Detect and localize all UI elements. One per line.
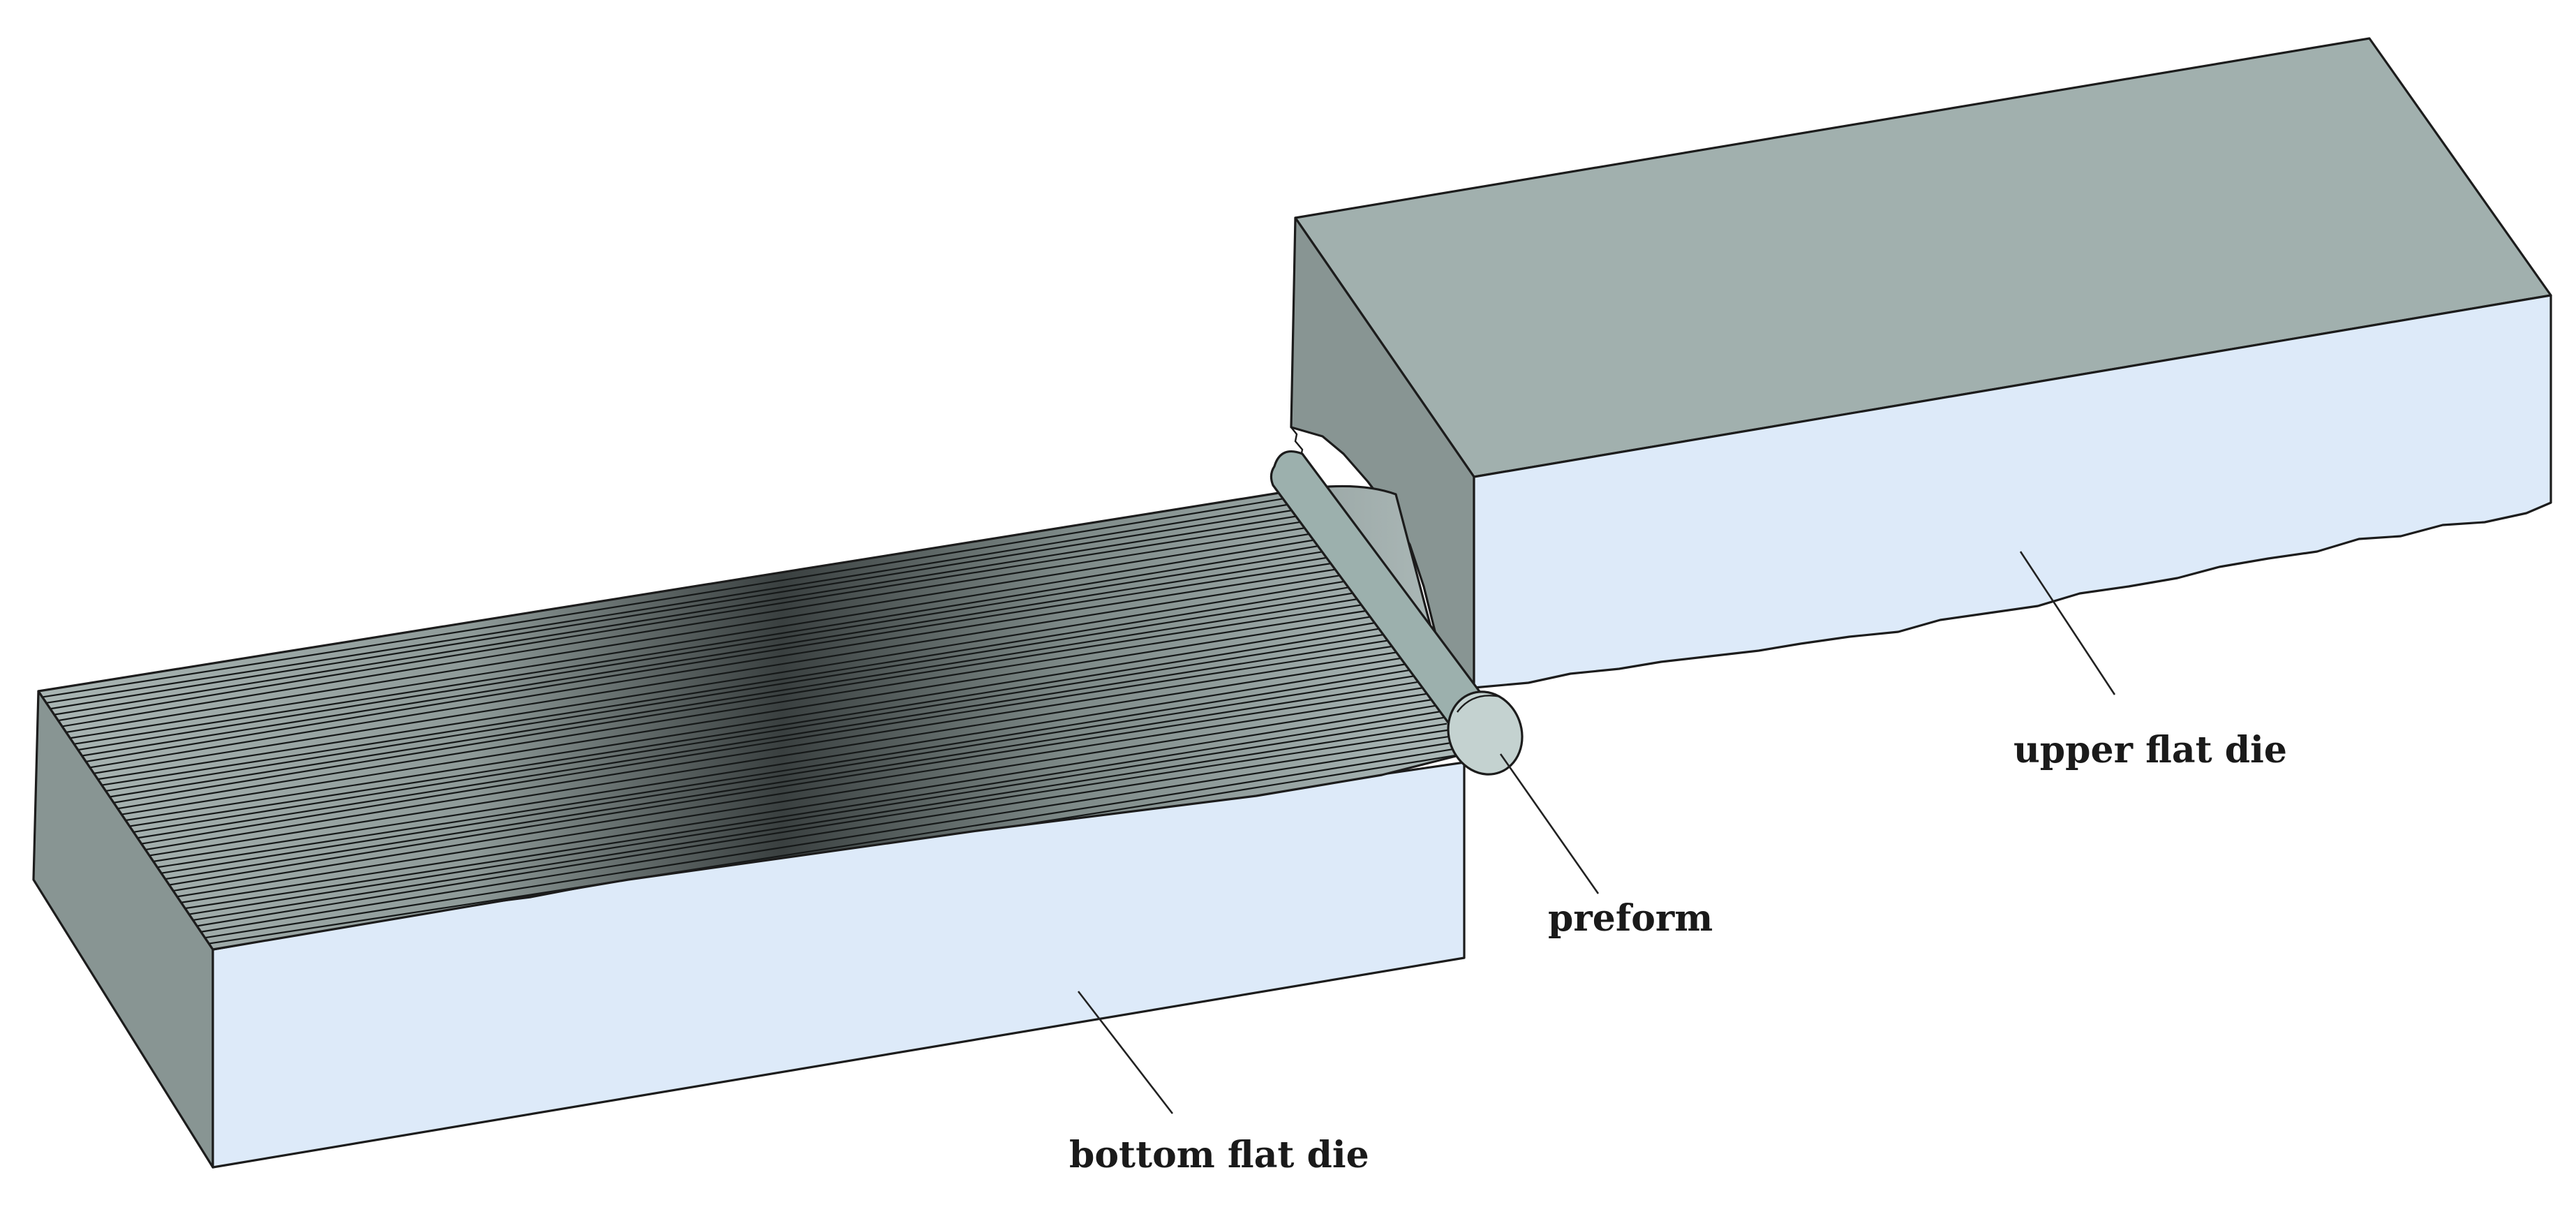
groove-line — [98, 577, 1364, 781]
upper-flat-die — [1290, 37, 2552, 689]
groove-line — [149, 656, 1409, 857]
groove-line — [197, 729, 1451, 927]
leader-preform — [1499, 753, 1600, 894]
groove-line — [188, 716, 1444, 915]
groove-line — [73, 541, 1343, 745]
groove-line — [157, 668, 1416, 868]
groove-line — [89, 565, 1357, 769]
groove-line — [177, 698, 1434, 898]
groove-line — [70, 535, 1340, 739]
upper-die-front-face — [1473, 294, 2552, 689]
preform-label: preform — [1548, 897, 1713, 940]
groove-line — [185, 711, 1440, 910]
groove-line — [209, 747, 1461, 945]
groove-line — [117, 607, 1382, 810]
groove-line — [204, 741, 1458, 939]
groove-line — [161, 674, 1420, 874]
groove-line — [58, 517, 1330, 722]
groove-line — [200, 734, 1454, 933]
groove-line — [61, 523, 1333, 727]
preform — [1270, 450, 1524, 776]
bottom-die-label: bottom flat die — [1069, 1134, 1369, 1176]
groove-line — [46, 498, 1320, 704]
leader-bottom-die — [1077, 991, 1174, 1114]
groove-line — [125, 619, 1389, 822]
groove-line — [145, 650, 1406, 851]
groove-line — [86, 559, 1354, 762]
upper-die-label: upper flat die — [2013, 729, 2287, 771]
groove-line — [42, 492, 1316, 698]
groove-line — [113, 601, 1378, 804]
groove-line — [94, 571, 1361, 774]
groove-line — [153, 662, 1413, 862]
groove-line — [169, 686, 1427, 886]
bottom-flat-die — [32, 485, 1466, 1169]
groove-line — [141, 644, 1402, 845]
groove-line — [101, 583, 1368, 786]
leader-upper-die — [2019, 551, 2116, 695]
groove-line — [181, 704, 1437, 903]
groove-line — [121, 614, 1385, 815]
groove-line — [66, 528, 1337, 733]
groove-line — [129, 626, 1392, 827]
preform-end-face — [1447, 690, 1524, 776]
groove-line — [173, 693, 1430, 892]
